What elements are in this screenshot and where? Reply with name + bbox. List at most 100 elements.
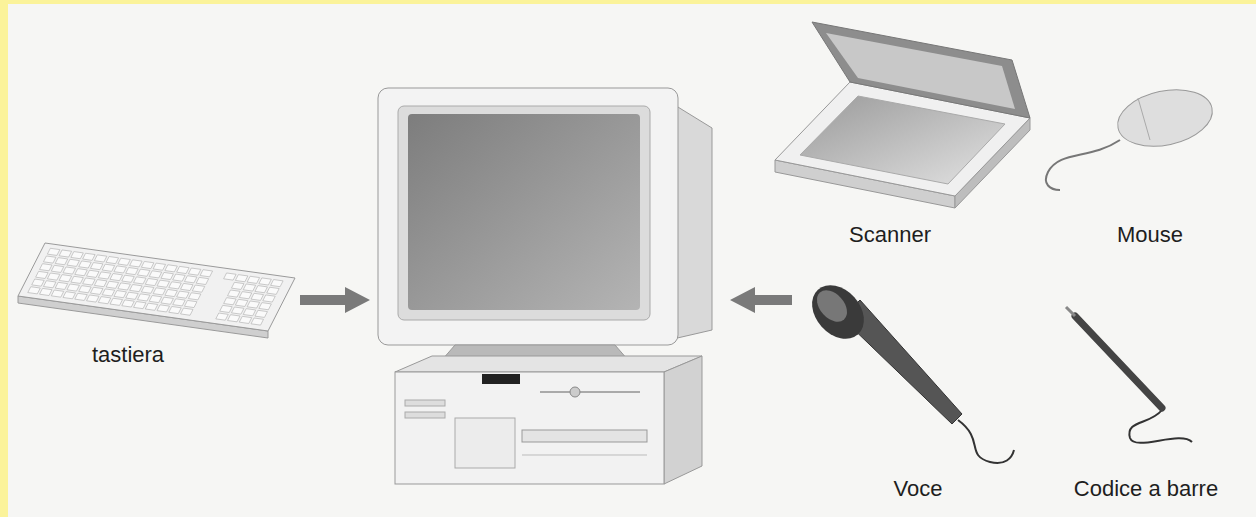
computer-icon xyxy=(378,88,678,345)
keyboard-key xyxy=(224,273,236,280)
keyboard-key xyxy=(161,272,173,279)
keyboard-key xyxy=(200,270,212,277)
computer-icon xyxy=(522,455,647,456)
barcode-pen-icon xyxy=(1075,316,1162,408)
keyboard-key xyxy=(157,305,169,312)
barcode-pen-icon xyxy=(1066,307,1192,443)
keyboard-key xyxy=(184,300,196,307)
computer-icon xyxy=(522,430,647,442)
keyboard-icon xyxy=(18,243,295,331)
keyboard-icon xyxy=(18,243,295,338)
keyboard-key xyxy=(63,267,75,274)
keyboard-key xyxy=(263,295,275,302)
keyboard-key xyxy=(188,293,200,300)
keyboard-key xyxy=(118,283,130,290)
keyboard-key xyxy=(28,287,40,294)
keyboard-key xyxy=(228,290,240,297)
keyboard-key xyxy=(177,291,189,298)
keyboard-key xyxy=(235,299,247,306)
keyboard-key xyxy=(51,290,63,297)
keyboard-key xyxy=(71,276,83,283)
keyboard-key xyxy=(231,282,243,289)
keyboard-key xyxy=(90,263,102,270)
keyboard-key xyxy=(79,261,91,268)
barcode-pen-icon xyxy=(1129,410,1192,443)
keyboard-key xyxy=(173,274,185,281)
keyboard-key xyxy=(271,280,283,287)
keyboard-key xyxy=(196,277,208,284)
keyboard-keys xyxy=(28,248,283,325)
keyboard-key xyxy=(63,292,75,299)
keyboard-key xyxy=(47,273,59,280)
keyboard-key xyxy=(43,256,55,263)
microphone-icon xyxy=(802,275,875,349)
keyboard-key xyxy=(98,297,110,304)
keyboard-key xyxy=(255,310,267,317)
keyboard-key xyxy=(36,271,48,278)
keyboard-key xyxy=(145,303,157,310)
keyboard-key xyxy=(141,286,153,293)
keyboard-key xyxy=(153,263,165,270)
keyboard-key xyxy=(149,295,161,302)
scanner-icon xyxy=(775,22,1030,208)
keyboard-key xyxy=(134,302,146,309)
keyboard-key xyxy=(55,282,67,289)
keyboard-key xyxy=(259,303,271,310)
scanner-icon xyxy=(826,33,1015,109)
device-label: Codice a barre xyxy=(1074,476,1218,502)
keyboard-key xyxy=(130,285,142,292)
keyboard-key xyxy=(110,298,122,305)
keyboard-key xyxy=(251,318,263,325)
keyboard-key xyxy=(114,291,126,298)
keyboard-key xyxy=(126,292,138,299)
keyboard-key xyxy=(177,266,189,273)
keyboard-key xyxy=(110,274,122,281)
keyboard-key xyxy=(267,287,279,294)
keyboard-key xyxy=(181,308,193,315)
keyboard-key xyxy=(67,259,79,266)
scanner-icon xyxy=(812,22,1030,118)
device-label: Scanner xyxy=(849,222,931,248)
keyboard-key xyxy=(59,275,71,282)
computer-icon xyxy=(405,400,445,406)
keyboard-key xyxy=(161,297,173,304)
keyboard-key xyxy=(255,286,267,293)
keyboard-key xyxy=(247,276,259,283)
keyboard-key xyxy=(130,260,142,267)
computer-icon xyxy=(664,356,702,484)
keyboard-key xyxy=(122,275,134,282)
keyboard-key xyxy=(106,281,118,288)
keyboard-key xyxy=(169,282,181,289)
keyboard-key xyxy=(90,287,102,294)
computer-icon xyxy=(482,374,520,384)
keyboard-key xyxy=(184,276,196,283)
keyboard-key xyxy=(228,315,240,322)
microphone-icon xyxy=(802,275,1014,463)
keyboard-key xyxy=(40,264,52,271)
keyboard-key xyxy=(98,272,110,279)
keyboard-key xyxy=(67,284,79,291)
computer-icon xyxy=(398,106,650,320)
keyboard-key xyxy=(87,270,99,277)
keyboard-key xyxy=(114,266,126,273)
keyboard-key xyxy=(165,265,177,272)
computer-icon xyxy=(378,88,712,484)
barcode-pen-icon xyxy=(1066,307,1075,316)
keyboard-key xyxy=(259,278,271,285)
keyboard-key xyxy=(224,298,236,305)
mouse-icon xyxy=(1112,82,1217,155)
keyboard-key xyxy=(169,306,181,313)
keyboard-key xyxy=(173,299,185,306)
keyboard-key xyxy=(32,279,44,286)
keyboard-key xyxy=(153,288,165,295)
keyboard-key xyxy=(239,316,251,323)
keyboard-key xyxy=(247,301,259,308)
keyboard-key xyxy=(83,253,95,260)
computer-icon xyxy=(455,418,515,468)
keyboard-key xyxy=(106,257,118,264)
keyboard-key xyxy=(59,250,71,257)
mouse-icon xyxy=(1046,82,1218,190)
keyboard-key xyxy=(134,277,146,284)
computer-icon xyxy=(408,114,640,310)
